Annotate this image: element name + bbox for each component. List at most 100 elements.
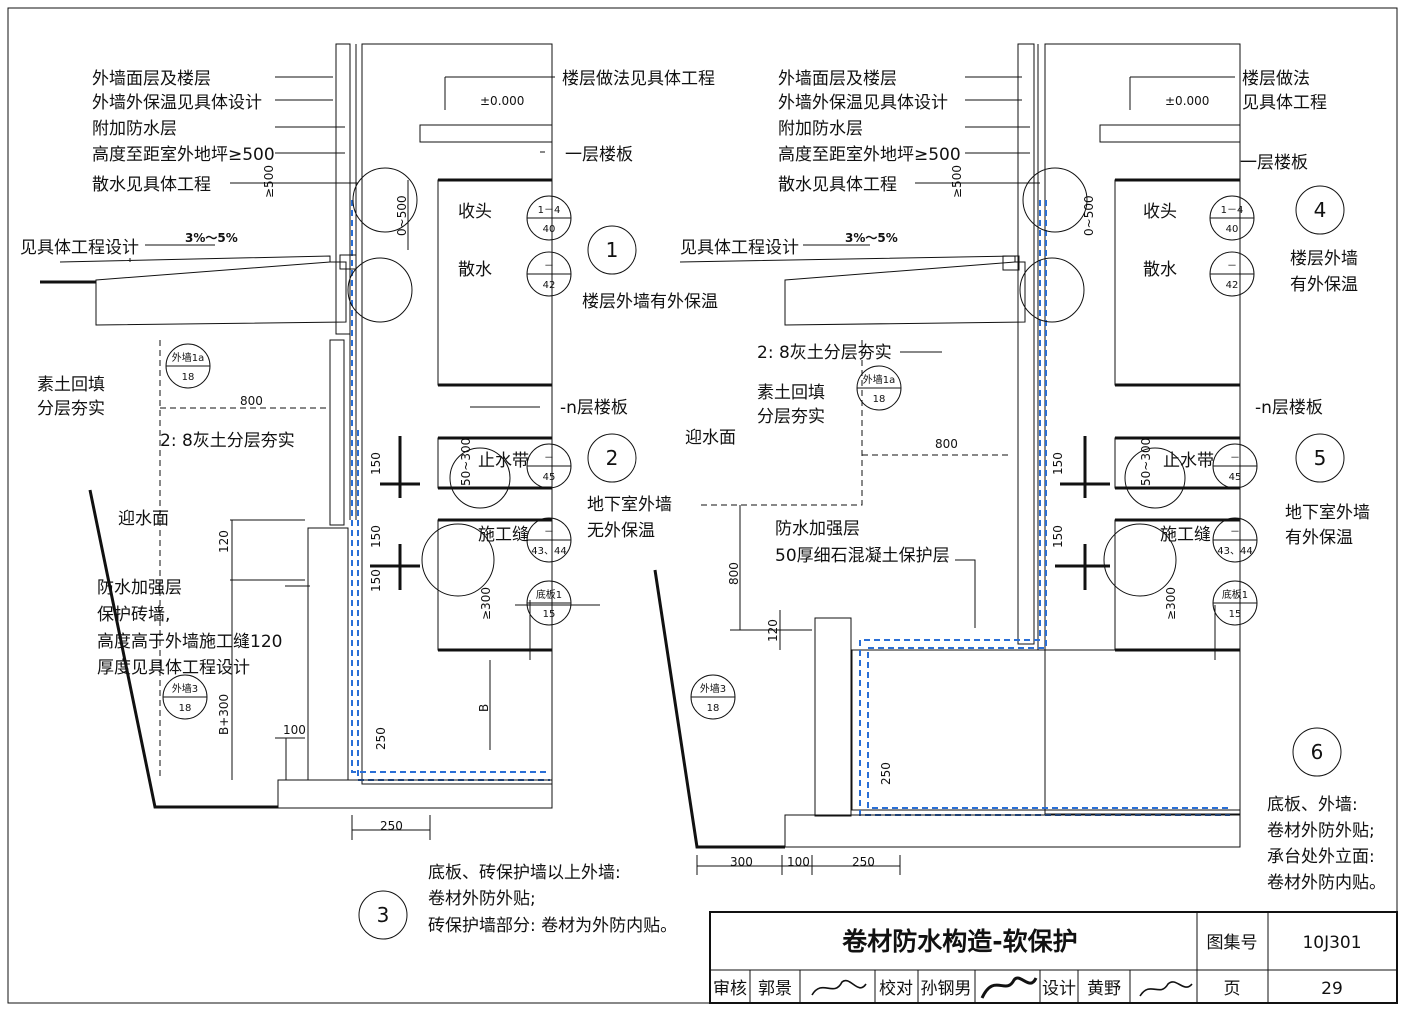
left-ref-2: － 42 xyxy=(526,251,572,297)
left-lime-soil: 2: 8灰土分层夯实 xyxy=(160,431,295,451)
left-fill-2: 分层夯实 xyxy=(37,399,105,419)
svg-text:45: 45 xyxy=(1229,472,1242,483)
svg-text:卷材外防外贴;: 卷材外防外贴; xyxy=(1267,821,1375,841)
svg-text:－: － xyxy=(544,527,554,538)
right-dim-100: 100 xyxy=(787,855,810,869)
svg-text:18: 18 xyxy=(179,703,192,714)
svg-text:无外保温: 无外保温 xyxy=(587,521,655,541)
left-dim-150b: 150 xyxy=(369,525,383,548)
right-note-4: 高度至距室外地坪≥500 xyxy=(778,145,961,165)
left-protect-4: 厚度见具体工程设计 xyxy=(97,658,250,678)
right-detail xyxy=(653,43,1241,875)
right-fill-2: 分层夯实 xyxy=(757,407,825,427)
right-ref-2: － 42 xyxy=(1209,251,1255,297)
svg-text:15: 15 xyxy=(1229,609,1242,620)
svg-text:42: 42 xyxy=(543,280,556,291)
left-dim-800: 800 xyxy=(240,394,263,408)
left-dim-0500: 0~500 xyxy=(395,195,409,236)
right-fill-1: 素土回填 xyxy=(757,383,825,403)
svg-text:卷材外防外贴;: 卷材外防外贴; xyxy=(428,889,536,909)
left-n-floor: -n层楼板 xyxy=(560,398,628,418)
right-dim-50300: 50~300 xyxy=(1139,438,1153,486)
svg-text:3: 3 xyxy=(377,903,390,927)
right-dim-250: 250 xyxy=(879,762,893,785)
svg-text:1－4: 1－4 xyxy=(1221,205,1244,216)
right-ref-6: 外墙1a 18 xyxy=(856,365,902,411)
left-detail xyxy=(40,43,600,840)
svg-text:有外保温: 有外保温 xyxy=(1285,528,1353,548)
right-insulation xyxy=(1017,43,1035,645)
svg-text:外墙3: 外墙3 xyxy=(172,682,198,695)
left-top-slab xyxy=(420,124,552,143)
left-ref-6: 外墙1a 18 xyxy=(165,343,211,389)
left-item-2: 散水 xyxy=(458,260,492,280)
left-dim-500: ≥500 xyxy=(262,165,276,198)
review-label: 审核 xyxy=(713,979,747,999)
left-dim-250b: 250 xyxy=(380,819,403,833)
svg-text:18: 18 xyxy=(873,394,886,405)
svg-text:卷材外防内贴。: 卷材外防内贴。 xyxy=(1267,873,1386,893)
left-ref-4: － 43、44 xyxy=(526,517,572,563)
left-water-face: 迎水面 xyxy=(118,509,169,529)
detail-4: 4 楼层外墙 有外保温 xyxy=(1290,185,1358,295)
left-dim-120: 120 xyxy=(217,530,231,553)
left-dim-100: 100 xyxy=(283,723,306,737)
right-dim-120: 120 xyxy=(766,619,780,642)
right-see-design: 见具体工程设计 xyxy=(680,238,799,258)
svg-text:45: 45 xyxy=(543,472,556,483)
right-item-1: 收头 xyxy=(1143,202,1177,222)
right-base-mass xyxy=(851,649,1241,811)
svg-text:地下室外墙: 地下室外墙 xyxy=(1285,503,1370,523)
left-dim-b300: B+300 xyxy=(217,694,231,735)
detail-5: 5 地下室外墙 有外保温 xyxy=(1285,433,1370,548)
left-ref-7: 外墙3 18 xyxy=(162,674,208,720)
detail-1-number: 1 xyxy=(606,238,619,262)
right-membrane xyxy=(859,200,1230,816)
left-ref-5: 底板1 15 xyxy=(526,580,572,626)
atlas-number: 10J301 xyxy=(1302,933,1361,953)
left-dim-300: ≥300 xyxy=(479,587,493,620)
right-elev: ±0.000 xyxy=(1165,94,1209,108)
svg-text:43、44: 43、44 xyxy=(531,546,566,557)
left-room-1 xyxy=(437,179,553,386)
left-slope: 3%～5% xyxy=(185,231,238,245)
left-dim-50300: 50~300 xyxy=(459,438,473,486)
right-ref-5: 底板1 15 xyxy=(1212,580,1258,626)
right-ref-3: － 45 xyxy=(1212,443,1258,489)
reviewer-name: 郭景 xyxy=(758,979,792,999)
svg-text:有外保温: 有外保温 xyxy=(1290,275,1358,295)
right-dim-150b: 150 xyxy=(1051,525,1065,548)
right-concrete-wall xyxy=(1044,43,1241,815)
right-dim-300: 300 xyxy=(730,855,753,869)
svg-text:42: 42 xyxy=(1226,280,1239,291)
right-dim-250b: 250 xyxy=(852,855,875,869)
svg-text:2: 2 xyxy=(606,446,619,470)
right-ref-1: 1－4 40 xyxy=(1209,195,1255,241)
detail-1: 1 楼层外墙有外保温 xyxy=(582,225,718,312)
svg-text:40: 40 xyxy=(1226,224,1239,235)
svg-text:15: 15 xyxy=(543,609,556,620)
check-label: 校对 xyxy=(879,979,913,999)
svg-text:5: 5 xyxy=(1314,446,1327,470)
right-lime-soil: 2: 8灰土分层夯实 xyxy=(757,343,892,363)
right-protect-2: 50厚细石混凝土保护层 xyxy=(775,546,950,566)
right-protect-1: 防水加强层 xyxy=(775,519,860,539)
left-ref-3: － 45 xyxy=(526,443,572,489)
left-note-5: 散水见具体工程 xyxy=(92,175,211,195)
sheet-border xyxy=(7,7,1398,1004)
left-dim-150c: 150 xyxy=(369,569,383,592)
left-note-2: 外墙外保温见具体设计 xyxy=(92,93,262,113)
right-floor-note-1: 楼层做法 xyxy=(1242,69,1310,89)
svg-text:6: 6 xyxy=(1311,740,1324,764)
svg-text:－: － xyxy=(1227,261,1237,272)
svg-text:－: － xyxy=(544,261,554,272)
page-label: 页 xyxy=(1224,979,1241,999)
left-brick-wall xyxy=(307,527,349,781)
svg-text:1－4: 1－4 xyxy=(538,205,561,216)
svg-text:底板1: 底板1 xyxy=(536,588,562,601)
left-first-floor: 一层楼板 xyxy=(565,145,633,165)
detail-6: 6 底板、外墙: 卷材外防外贴; 承台处外立面: 卷材外防内贴。 xyxy=(1267,727,1386,893)
left-dim-250: 250 xyxy=(374,727,388,750)
svg-text:底板、外墙:: 底板、外墙: xyxy=(1267,795,1358,815)
